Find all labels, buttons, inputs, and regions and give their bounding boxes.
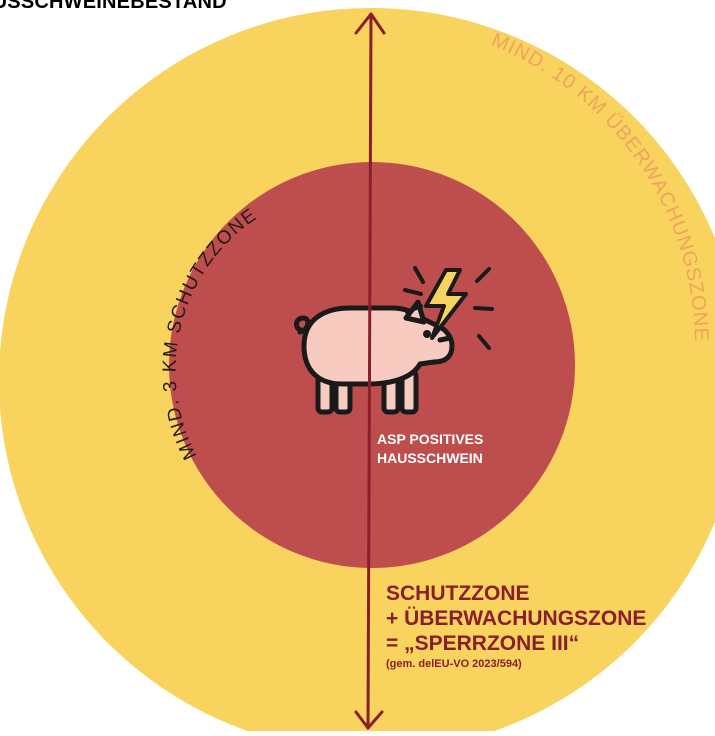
- lightning-icon: [403, 266, 494, 350]
- asp-positive-label-line2: HAUSSCHWEIN: [377, 450, 483, 466]
- pig-icon: [294, 299, 455, 415]
- summary-line-ueberwachungszone: + ÜBERWACHUNGSZONE: [386, 607, 647, 630]
- range-arrow-line: [366, 12, 373, 730]
- summary-line-sperrzone: = „SPERRZONE III“: [386, 632, 580, 655]
- sperrzone-summary: SCHUTZZONE + ÜBERWACHUNGSZONE = „SPERRZO…: [386, 581, 646, 672]
- range-arrow-head-top: [354, 12, 386, 35]
- ray-2: [403, 288, 423, 296]
- page-title: AUSSCHWEINEBESTAND: [0, 0, 227, 13]
- summary-line-schutzzone: SCHUTZZONE: [386, 582, 530, 605]
- pig-body: [301, 305, 455, 387]
- asp-positive-label: ASP POSITIVES HAUSSCHWEIN: [377, 430, 537, 468]
- ray-3: [405, 304, 423, 314]
- range-arrow-head-bottom: [354, 710, 384, 730]
- asp-positive-label-line1: ASP POSITIVES: [377, 431, 484, 447]
- ray-5: [473, 306, 494, 311]
- lightning-bolt: [424, 268, 468, 340]
- ray-1: [413, 266, 425, 284]
- range-arrow: [354, 12, 386, 730]
- alarm-rays-icon: [403, 266, 494, 350]
- pig-eye: [423, 330, 431, 338]
- summary-line-regulation: (gem. delEU-VO 2023/594): [386, 658, 522, 670]
- ray-6: [477, 334, 491, 350]
- ray-4: [475, 267, 491, 283]
- pig-snout: [437, 335, 453, 343]
